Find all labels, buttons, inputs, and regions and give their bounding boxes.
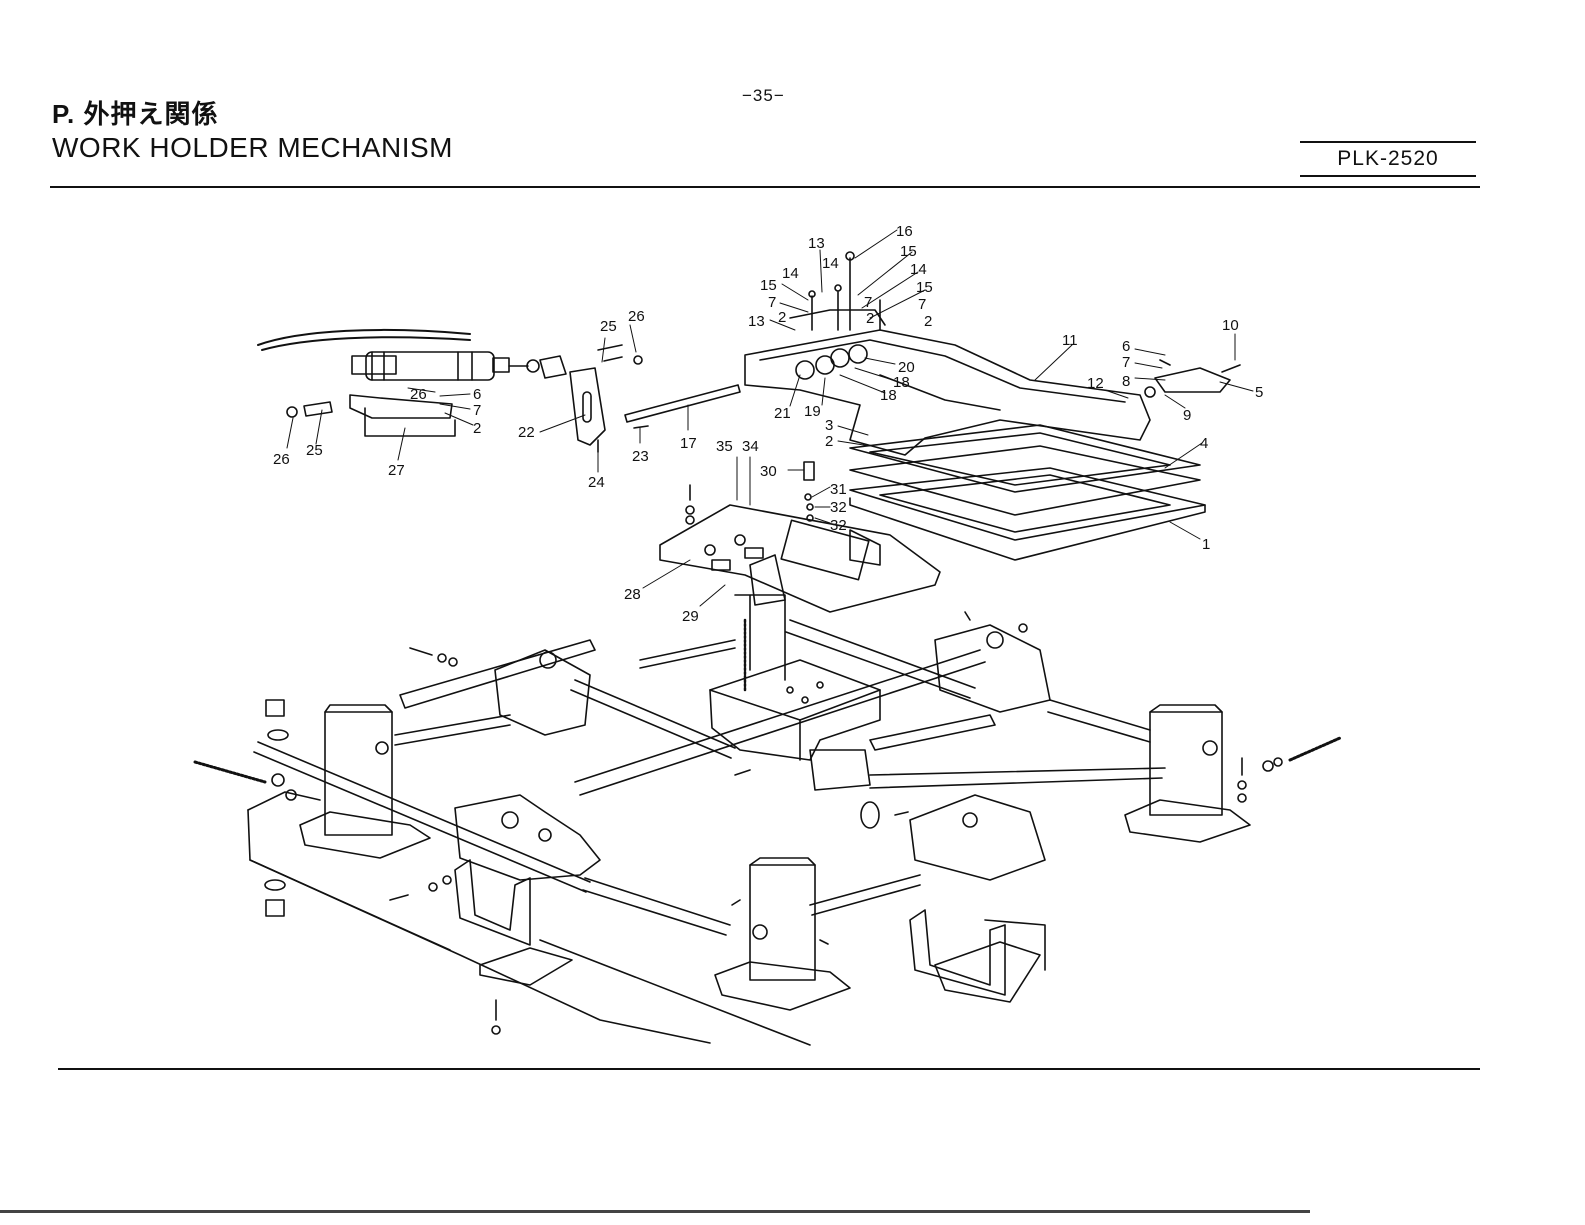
callout-4: 4: [1200, 435, 1208, 452]
callout-2: 2: [866, 310, 874, 327]
callout-18: 18: [880, 387, 897, 404]
callout-2: 2: [778, 309, 786, 326]
callout-2: 2: [473, 420, 481, 437]
callout-25: 25: [600, 318, 617, 335]
callout-35: 35: [716, 438, 733, 455]
callout-28: 28: [624, 586, 641, 603]
callout-7: 7: [473, 402, 481, 419]
callout-3: 3: [825, 417, 833, 434]
callout-31: 31: [830, 481, 847, 498]
callout-10: 10: [1222, 317, 1239, 334]
callout-27: 27: [388, 462, 405, 479]
presser-frame-assembly: [745, 252, 1240, 455]
air-cylinder-assembly: [258, 330, 566, 436]
callout-23: 23: [632, 448, 649, 465]
page-edge-rule: [0, 1210, 1310, 1213]
base-frame: [248, 705, 1250, 1045]
callout-15: 15: [916, 279, 933, 296]
callout-26: 26: [273, 451, 290, 468]
link-plate: [570, 345, 642, 452]
callout-14: 14: [822, 255, 839, 272]
connecting-rod: [625, 385, 740, 428]
callout-15: 15: [760, 277, 777, 294]
callout-7: 7: [768, 294, 776, 311]
carriage-block: [710, 595, 880, 828]
callout-22: 22: [518, 424, 535, 441]
callout-9: 9: [1183, 407, 1191, 424]
callout-32: 32: [830, 517, 847, 534]
callout-12: 12: [1087, 375, 1104, 392]
callout-13: 13: [808, 235, 825, 252]
callout-30: 30: [760, 463, 777, 480]
callout-2: 2: [924, 313, 932, 330]
callout-11: 11: [1062, 332, 1078, 349]
callout-24: 24: [588, 474, 605, 491]
callout-15: 15: [900, 243, 917, 260]
callout-8: 8: [1122, 373, 1130, 390]
guide-shafts: [254, 620, 1165, 935]
callout-29: 29: [682, 608, 699, 625]
callout-5: 5: [1255, 384, 1263, 401]
callout-32: 32: [830, 499, 847, 516]
callout-25: 25: [306, 442, 323, 459]
callout-2: 2: [825, 433, 833, 450]
callout-17: 17: [680, 435, 697, 452]
callout-21: 21: [774, 405, 791, 422]
callout-1: 1: [1202, 536, 1210, 553]
callout-6: 6: [1122, 338, 1130, 355]
callout-34: 34: [742, 438, 759, 455]
callout-19: 19: [804, 403, 821, 420]
callout-26: 26: [410, 386, 427, 403]
hardware-parts: [195, 612, 1340, 1034]
callout-14: 14: [910, 261, 927, 278]
callout-7: 7: [918, 296, 926, 313]
callout-16: 16: [896, 223, 913, 240]
callout-7: 7: [1122, 354, 1130, 371]
callout-13: 13: [748, 313, 765, 330]
callout-26: 26: [628, 308, 645, 325]
callout-6: 6: [473, 386, 481, 403]
callout-7: 7: [864, 294, 872, 311]
footer-rule: [58, 1068, 1480, 1070]
presser-plates: [850, 425, 1205, 560]
callout-14: 14: [782, 265, 799, 282]
